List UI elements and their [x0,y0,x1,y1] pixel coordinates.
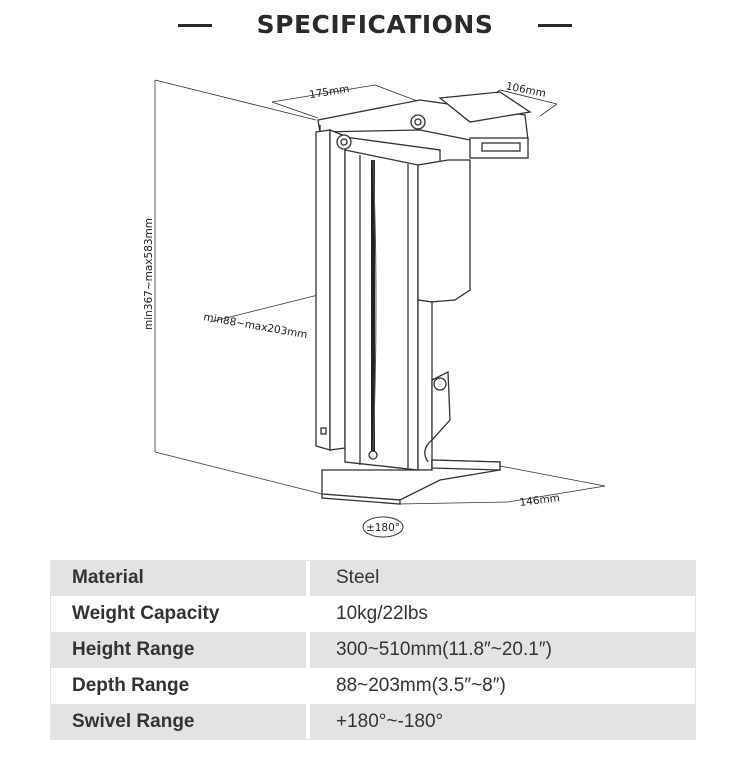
spec-key: Material [50,560,306,596]
dim-height-label: min367~max583mm [143,218,155,330]
section-header: SPECIFICATIONS [0,6,750,44]
swivel-label: ±180° [366,522,400,534]
spec-table: Material Steel Weight Capacity 10kg/22lb… [50,560,696,740]
table-row: Weight Capacity 10kg/22lbs [50,596,696,632]
table-row: Height Range 300~510mm(11.8″~20.1″) [50,632,696,668]
dim-bottom-depth-label: 146mm [519,492,561,509]
table-row: Depth Range 88~203mm(3.5″~8″) [50,668,696,704]
spec-key: Depth Range [50,668,306,704]
header-dash-right [538,24,572,27]
spec-value: 10kg/22lbs [310,596,696,632]
dim-top-depth-label: 106mm [505,80,547,100]
spec-key: Swivel Range [50,704,306,740]
swivel-icon: ±180° [362,516,404,538]
page-title: SPECIFICATIONS [256,10,494,39]
spec-value: +180°~-180° [310,704,696,740]
table-row: Material Steel [50,560,696,596]
product-diagram: 175mm 106mm min367~max583mm min88~max203… [143,79,606,538]
spec-key: Height Range [50,632,306,668]
spec-key: Weight Capacity [50,596,306,632]
spec-value: Steel [310,560,696,596]
table-row: Swivel Range +180°~-180° [50,704,696,740]
dim-inner-width-label: min88~max203mm [202,311,308,341]
spec-value: 88~203mm(3.5″~8″) [310,668,696,704]
dim-width-label: 175mm [308,83,350,101]
header-dash-left [178,24,212,27]
spec-value: 300~510mm(11.8″~20.1″) [310,632,696,668]
mount-body [315,91,532,505]
